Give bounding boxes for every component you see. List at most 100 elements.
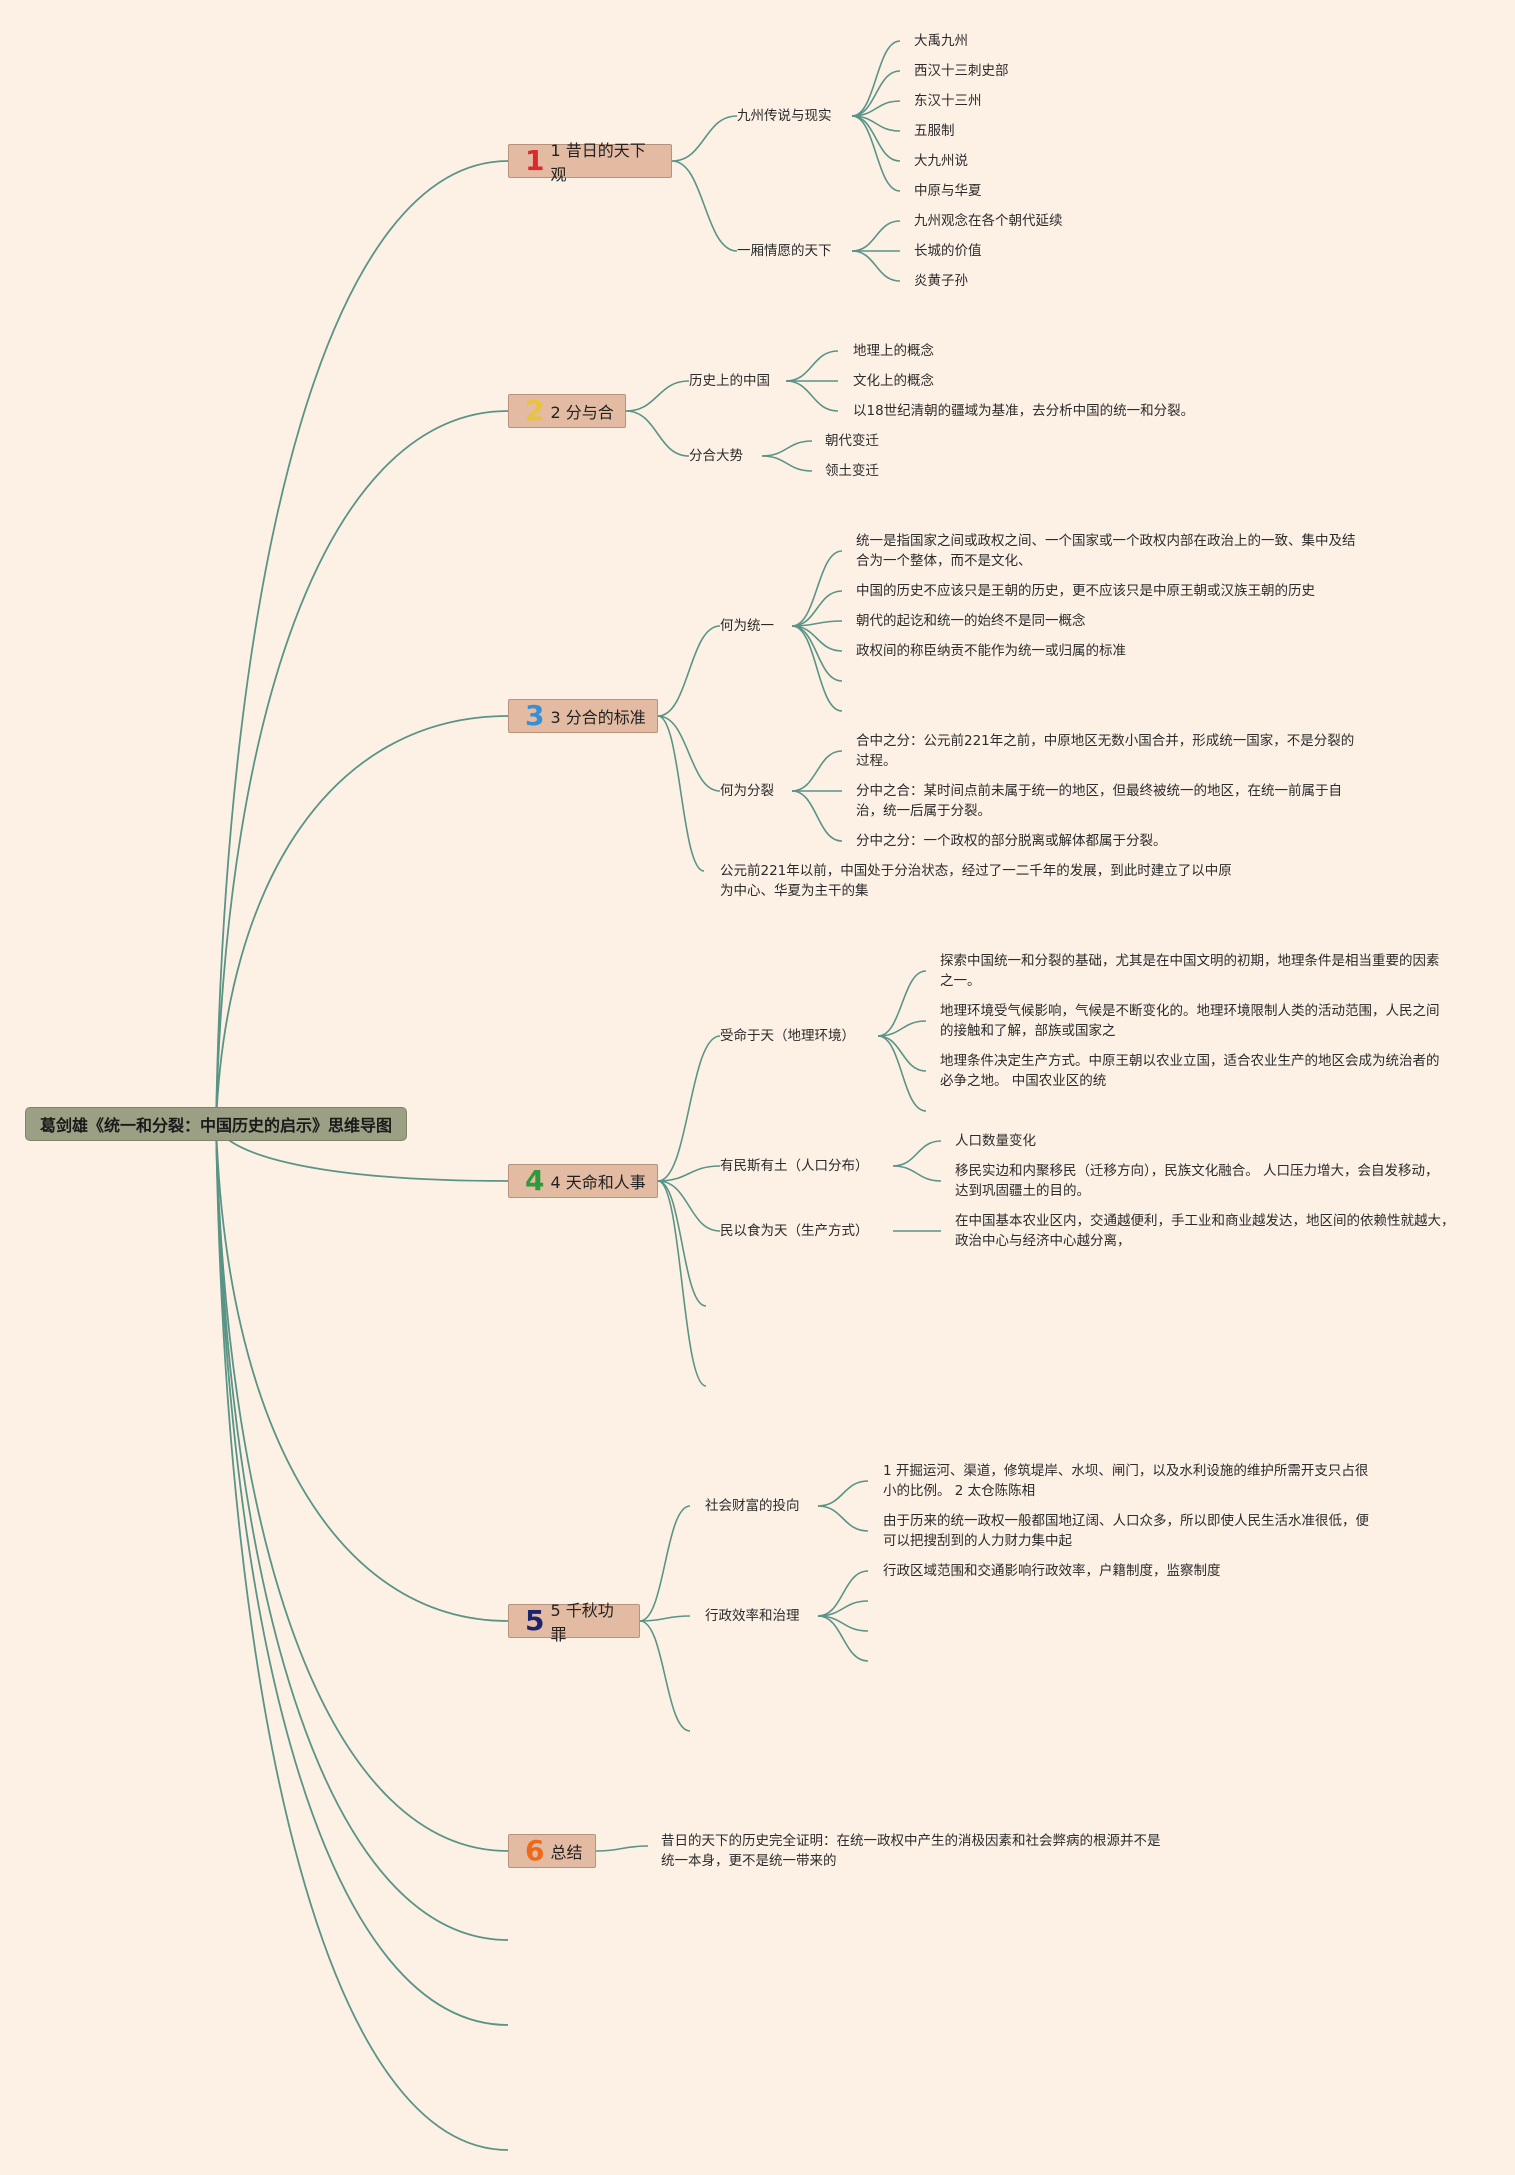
connector xyxy=(639,1505,691,1622)
connector xyxy=(639,1615,691,1622)
connector xyxy=(657,1035,721,1182)
leaf[interactable]: 合中之分：公元前221年之前，中原地区无数小国合并，形成统一国家，不是分裂的过程… xyxy=(856,733,1355,769)
root-connector xyxy=(215,1123,509,2151)
topic-pre221[interactable]: 公元前221年以前，中国处于分治状态，经过了一二千年的发展，到此时建立了以中原为… xyxy=(720,863,1232,899)
leaf[interactable]: 人口数量变化 xyxy=(955,1133,1036,1149)
connector xyxy=(657,625,721,717)
root-connector xyxy=(215,715,509,1125)
number-2-icon: 2 xyxy=(525,394,545,427)
leaf[interactable]: 统一是指国家之间或政权之间、一个国家或一个政权内部在政治上的一致、集中及结合为一… xyxy=(856,533,1356,569)
connector xyxy=(791,550,843,627)
topic-production[interactable]: 民以食为天（生产方式） xyxy=(720,1223,869,1239)
connector xyxy=(791,625,843,682)
connector xyxy=(817,1570,869,1617)
root-label: 葛剑雄《统一和分裂：中国历史的启示》思维导图 xyxy=(39,1116,392,1135)
topic-jiuzhou[interactable]: 九州传说与现实 xyxy=(737,108,832,124)
connector xyxy=(877,970,927,1037)
topic-tianxia[interactable]: 一厢情愿的天下 xyxy=(737,243,832,259)
branch-1-label: 1 昔日的天下观 xyxy=(550,141,646,184)
leaf[interactable]: 地理上的概念 xyxy=(853,343,934,359)
connector xyxy=(785,380,839,412)
leaf[interactable]: 中原与华夏 xyxy=(914,183,982,199)
topic-conclusion[interactable]: 昔日的天下的历史完全证明：在统一政权中产生的消极因素和社会弊病的根源并不是统一本… xyxy=(661,1833,1161,1869)
connector xyxy=(657,1180,707,1307)
leaf[interactable]: 地理条件决定生产方式。中原王朝以农业立国，适合农业生产的地区会成为统治者的必争之… xyxy=(940,1053,1440,1089)
connector xyxy=(791,750,843,792)
branch-1[interactable]: 1 1 昔日的天下观 xyxy=(508,141,672,184)
leaf[interactable]: 长城的价值 xyxy=(914,243,982,259)
branch-3[interactable]: 3 3 分合的标准 xyxy=(508,699,658,733)
root-connector xyxy=(215,410,509,1125)
leaf[interactable]: 大禹九州 xyxy=(914,33,968,49)
connector xyxy=(761,455,813,472)
leaf[interactable]: 炎黄子孙 xyxy=(914,273,968,289)
root-topic[interactable]: 葛剑雄《统一和分裂：中国历史的启示》思维导图 xyxy=(25,1107,407,1141)
connector xyxy=(877,1035,927,1072)
root-connector xyxy=(215,1123,509,1852)
leaf[interactable]: 在中国基本农业区内，交通越便利，手工业和商业越发达，地区间的依赖性就越大，政治中… xyxy=(955,1213,1455,1249)
topic-admin[interactable]: 行政效率和治理 xyxy=(705,1608,800,1624)
connector xyxy=(791,625,843,712)
leaf[interactable]: 领土变迁 xyxy=(825,463,879,479)
leaf[interactable]: 探索中国统一和分裂的基础，尤其是在中国文明的初期，地理条件是相当重要的因素之一。 xyxy=(940,953,1440,989)
number-4-icon: 4 xyxy=(525,1164,545,1197)
root-connector xyxy=(215,1123,509,1622)
connector xyxy=(817,1615,869,1662)
leaf[interactable]: 政权间的称臣纳贡不能作为统一或归属的标准 xyxy=(856,643,1126,659)
branch-4[interactable]: 4 4 天命和人事 xyxy=(508,1164,658,1198)
leaf[interactable]: 分中之合：某时间点前未属于统一的地区，但最终被统一的地区，在统一前属于自治，统一… xyxy=(856,783,1342,819)
topic-china[interactable]: 历史上的中国 xyxy=(689,373,770,389)
connector xyxy=(785,350,839,382)
root-connector xyxy=(215,1123,509,1941)
leaf[interactable]: 1 开掘运河、渠道，修筑堤岸、水坝、闸门，以及水利设施的维护所需开支只占很小的比… xyxy=(883,1463,1369,1499)
leaf[interactable]: 五服制 xyxy=(914,123,955,139)
root-connector xyxy=(215,160,509,1125)
connector xyxy=(657,1180,721,1232)
leaf[interactable]: 行政区域范围和交通影响行政效率，户籍制度，监察制度 xyxy=(883,1563,1221,1579)
leaf[interactable]: 分中之分：一个政权的部分脱离或解体都属于分裂。 xyxy=(856,833,1167,849)
number-1-icon: 1 xyxy=(525,144,545,177)
leaf[interactable]: 文化上的概念 xyxy=(853,373,934,389)
root-connector xyxy=(215,1123,509,2026)
branch-5[interactable]: 5 5 千秋功罪 xyxy=(508,1601,640,1644)
leaf[interactable]: 西汉十三刺史部 xyxy=(914,63,1009,79)
connector xyxy=(595,1845,649,1852)
connector xyxy=(851,40,901,117)
branch-2-label: 2 分与合 xyxy=(550,403,614,422)
leaf[interactable]: 移民实边和内聚移民（迁移方向），民族文化融合。 人口压力增大，会自发移动，达到巩… xyxy=(955,1163,1439,1199)
branch-6[interactable]: 6 总结 xyxy=(508,1834,596,1868)
number-6-icon: 6 xyxy=(525,1834,545,1867)
connector xyxy=(671,115,738,162)
connector xyxy=(851,220,901,252)
connector xyxy=(625,380,690,412)
topic-unity[interactable]: 何为统一 xyxy=(720,618,774,634)
leaf[interactable]: 东汉十三州 xyxy=(914,93,982,109)
connector xyxy=(639,1620,691,1732)
connector xyxy=(657,715,721,792)
number-3-icon: 3 xyxy=(525,699,545,732)
branch-6-label: 总结 xyxy=(550,1843,583,1862)
topic-split[interactable]: 何为分裂 xyxy=(720,783,774,799)
connector xyxy=(892,1140,942,1167)
leaf[interactable]: 九州观念在各个朝代延续 xyxy=(914,213,1063,229)
connector xyxy=(877,1020,927,1037)
topic-trend[interactable]: 分合大势 xyxy=(689,448,743,464)
topic-geography[interactable]: 受命于天（地理环境） xyxy=(720,1028,855,1044)
connector xyxy=(851,250,901,282)
topic-population[interactable]: 有民斯有土（人口分布） xyxy=(720,1158,869,1174)
connector xyxy=(877,1035,927,1112)
leaf[interactable]: 地理环境受气候影响，气候是不断变化的。地理环境限制人类的活动范围，人民之间的接触… xyxy=(940,1003,1440,1039)
connector xyxy=(817,1505,869,1532)
leaf[interactable]: 朝代的起讫和统一的始终不是同一概念 xyxy=(856,613,1086,629)
leaf[interactable]: 大九州说 xyxy=(914,153,968,169)
leaf[interactable]: 由于历来的统一政权一般都国地辽阔、人口众多，所以即使人民生活水准很低，便可以把搜… xyxy=(883,1513,1369,1549)
topic-wealth[interactable]: 社会财富的投向 xyxy=(705,1498,800,1514)
leaf[interactable]: 以18世纪清朝的疆域为基准，去分析中国的统一和分裂。 xyxy=(853,403,1195,419)
branch-2[interactable]: 2 2 分与合 xyxy=(508,394,626,428)
leaf[interactable]: 中国的历史不应该只是王朝的历史，更不应该只是中原王朝或汉族王朝的历史 xyxy=(856,583,1315,599)
connector xyxy=(657,1180,707,1387)
leaf[interactable]: 朝代变迁 xyxy=(825,433,879,449)
branch-3-label: 3 分合的标准 xyxy=(550,708,646,727)
connector xyxy=(817,1480,869,1507)
